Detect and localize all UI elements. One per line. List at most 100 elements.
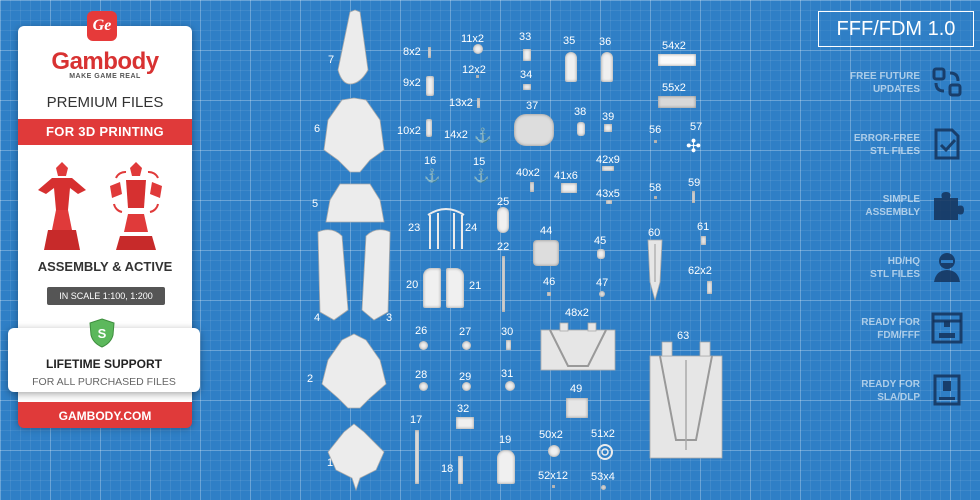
label-21: 21 — [469, 280, 482, 292]
label-56: 56 — [649, 124, 662, 136]
part-43 — [606, 200, 612, 204]
label-29: 29 — [459, 371, 472, 383]
for-3d-printing-banner: FOR 3D PRINTING — [18, 119, 192, 145]
part-59 — [692, 191, 695, 203]
label-55: 55x2 — [662, 82, 686, 94]
brand-name: Gambody — [51, 48, 159, 75]
label-14: 14x2 — [444, 129, 468, 141]
feature-line2: UPDATES — [872, 84, 920, 95]
label-16: 16 — [424, 155, 437, 167]
feature-line1: HD/HQ — [887, 256, 920, 267]
gambody-site-link[interactable]: GAMBODY.COM — [18, 402, 192, 428]
anchor-16: ⚓ — [424, 168, 441, 183]
part-27 — [462, 341, 471, 350]
part-61 — [701, 236, 706, 245]
feature-line2: ASSEMBLY — [865, 207, 920, 218]
feature-line2: SLA/DLP — [877, 392, 920, 403]
label-9: 9x2 — [403, 77, 421, 89]
label-3: 3 — [386, 312, 393, 324]
label-49: 49 — [570, 383, 583, 395]
label-43: 43x5 — [596, 188, 620, 200]
part-54 — [658, 54, 696, 66]
part-41 — [561, 183, 577, 193]
assembly-active-heading: ASSEMBLY & ACTIVE — [37, 259, 173, 274]
red-figure-assembled-icon — [38, 162, 86, 250]
gambody-logo-mark: Ge — [87, 11, 117, 41]
part-17 — [415, 430, 419, 484]
part-57-star: ✣ — [686, 136, 702, 156]
label-23: 23 — [408, 222, 421, 234]
label-52: 52x12 — [538, 470, 568, 482]
label-40: 40x2 — [516, 167, 540, 179]
part-56 — [654, 140, 657, 143]
part-10 — [426, 119, 432, 137]
part-37 — [514, 114, 554, 146]
part-33 — [523, 49, 531, 61]
feature-line1: READY FOR — [861, 379, 920, 390]
part-9 — [426, 76, 434, 96]
label-17: 17 — [410, 414, 423, 426]
part-32 — [456, 417, 474, 429]
part-26 — [419, 341, 428, 350]
part-3 — [361, 229, 391, 321]
sla-printer-icon — [933, 374, 961, 406]
label-25: 25 — [497, 196, 510, 208]
premium-files-heading: PREMIUM FILES — [46, 94, 164, 111]
part-1 — [327, 423, 385, 492]
label-19: 19 — [499, 434, 512, 446]
part-6 — [323, 97, 385, 173]
feature-line2: FDM/FFF — [877, 330, 920, 341]
label-20: 20 — [406, 279, 419, 291]
part-48 — [540, 322, 616, 371]
feature-ready-sla: READY FOR SLA/DLP — [820, 378, 920, 404]
part-49 — [566, 398, 588, 418]
brand-tagline: MAKE GAME REAL — [69, 73, 141, 80]
part-53 — [601, 485, 606, 490]
part-51 — [597, 444, 613, 460]
part-5 — [325, 183, 385, 223]
part-22 — [502, 256, 505, 312]
label-50: 50x2 — [539, 429, 563, 441]
anchor-15: ⚓ — [473, 168, 490, 183]
part-58 — [654, 196, 657, 199]
part-36 — [601, 52, 613, 82]
part-50 — [548, 445, 560, 457]
label-62: 62x2 — [688, 265, 712, 277]
label-51: 51x2 — [591, 428, 615, 440]
label-46: 46 — [543, 276, 556, 288]
scale-badge: IN SCALE 1:100, 1:200 — [47, 287, 165, 305]
label-18: 18 — [441, 463, 454, 475]
label-36: 36 — [599, 36, 612, 48]
label-27: 27 — [459, 326, 472, 338]
part-31 — [505, 381, 515, 391]
part-42 — [602, 166, 614, 171]
part-38 — [577, 122, 585, 136]
label-6: 6 — [314, 123, 321, 135]
part-60 — [647, 239, 663, 302]
label-4: 4 — [314, 312, 321, 324]
label-8: 8x2 — [403, 46, 421, 58]
feature-line1: ERROR-FREE — [853, 133, 920, 144]
label-22: 22 — [497, 241, 510, 253]
part-52 — [552, 485, 555, 488]
part-63 — [649, 341, 723, 459]
label-45: 45 — [594, 235, 607, 247]
label-26: 26 — [415, 325, 428, 337]
bust-icon — [934, 253, 960, 282]
label-38: 38 — [574, 106, 587, 118]
label-58: 58 — [649, 182, 662, 194]
part-62 — [707, 281, 712, 294]
label-13: 13x2 — [449, 97, 473, 109]
label-37: 37 — [526, 100, 539, 112]
label-11: 11x2 — [461, 33, 485, 45]
part-45 — [597, 249, 605, 259]
hull-parts-column — [317, 9, 391, 492]
label-34: 34 — [520, 69, 533, 81]
label-39: 39 — [602, 111, 615, 123]
lifetime-support-heading: LIFETIME SUPPORT — [45, 357, 162, 371]
shield-letter: S — [98, 326, 107, 341]
label-7: 7 — [328, 54, 335, 66]
